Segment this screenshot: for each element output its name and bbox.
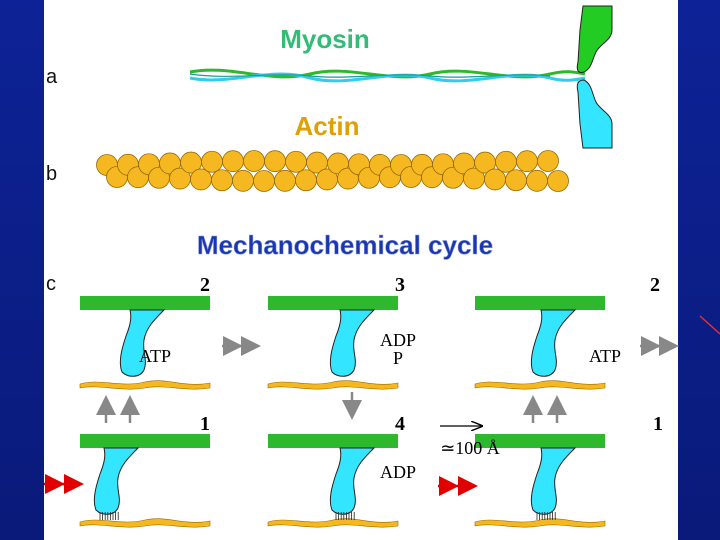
state-label: 4 — [395, 413, 405, 435]
actin-monomer — [264, 150, 286, 173]
thick-filament — [268, 296, 398, 310]
actin-monomer — [505, 169, 527, 192]
thick-filament — [80, 296, 210, 310]
actin-monomer — [495, 150, 517, 173]
actin-monomer — [285, 150, 307, 173]
actin-monomer — [484, 168, 506, 191]
transition-arrow-up — [523, 395, 567, 423]
actin-monomer — [190, 168, 212, 191]
actin-monomer — [516, 150, 538, 173]
actin-monomer — [211, 169, 233, 192]
myosin-head — [530, 309, 577, 377]
transition-arrow-up — [96, 395, 140, 423]
state-label: 1 — [653, 413, 663, 435]
cycle-state-cell — [474, 434, 606, 528]
cycle-title: Mechanochemical cycle — [197, 230, 493, 260]
thick-filament — [475, 434, 605, 448]
actin-filament-segment — [474, 380, 606, 390]
actin-filament — [96, 150, 569, 192]
actin-filament-segment — [79, 380, 211, 390]
myosin-head — [119, 309, 166, 377]
background-right — [678, 0, 720, 540]
state-label: 3 — [395, 274, 405, 296]
actin-monomer — [201, 150, 223, 173]
actin-title: Actin — [295, 111, 360, 141]
thick-filament — [80, 434, 210, 448]
actin-monomer — [537, 150, 559, 172]
phosphate-label: P — [393, 348, 403, 368]
step-size-label: ≃100 Å — [440, 438, 500, 458]
actin-filament-segment — [474, 518, 606, 528]
actin-filament-segment — [267, 380, 399, 390]
cycle-state-cell — [474, 296, 606, 390]
myosin-head — [530, 447, 577, 515]
panel-b-label: b — [46, 163, 57, 185]
actin-monomer — [243, 150, 265, 172]
panel-a-label: a — [46, 66, 58, 88]
panel-c-label: c — [46, 273, 56, 295]
cycle-cells — [79, 296, 606, 528]
actin-monomer — [232, 169, 254, 192]
actin-monomer — [253, 170, 275, 192]
actin-monomer — [295, 169, 317, 192]
actin-monomer — [547, 170, 569, 192]
myosin-head — [93, 447, 140, 515]
adp-label: ADP — [380, 462, 416, 482]
cycle-state-cell — [79, 296, 211, 390]
myosin-head — [329, 447, 376, 515]
myosin-head — [329, 309, 376, 377]
thick-filament — [268, 434, 398, 448]
actin-monomer — [526, 169, 548, 192]
adp-label: ADP — [380, 330, 416, 350]
actin-monomer — [222, 150, 244, 173]
actin-filament-segment — [267, 518, 399, 528]
atp-label: ATP — [589, 346, 621, 366]
background-left — [0, 0, 44, 540]
myosin-molecule — [189, 5, 613, 149]
myosin-title: Myosin — [280, 24, 370, 54]
cycle-state-cell — [267, 434, 399, 528]
decor-line — [699, 315, 720, 335]
state-label: 2 — [200, 274, 210, 296]
cycle-state-cell — [79, 434, 211, 528]
actin-filament-segment — [79, 518, 211, 528]
cycle-state-cell — [267, 296, 399, 390]
thick-filament — [475, 296, 605, 310]
state-label: 1 — [200, 413, 210, 435]
state-label: 2 — [650, 274, 660, 296]
actin-monomer — [274, 169, 296, 192]
atp-label: ATP — [139, 346, 171, 366]
